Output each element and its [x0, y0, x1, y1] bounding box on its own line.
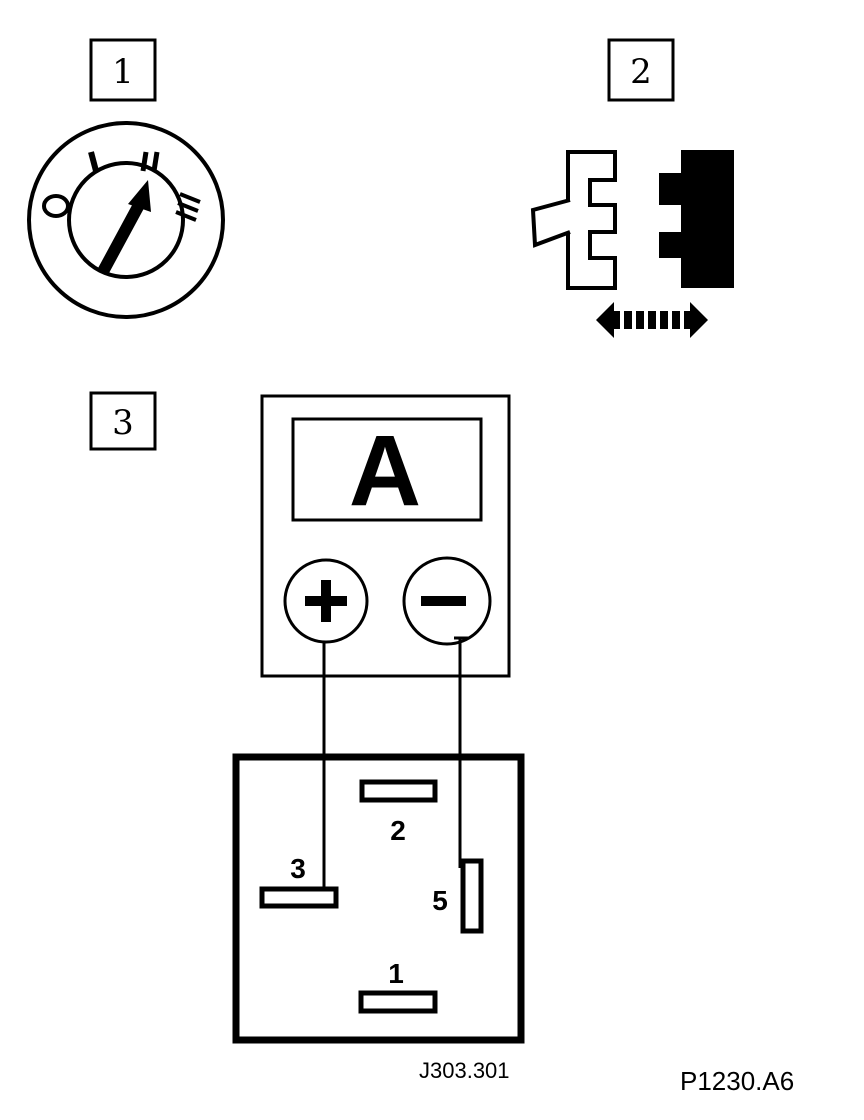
separate-arrow-icon [596, 302, 708, 338]
step-2-label: 2 [607, 38, 675, 102]
svg-text:3: 3 [290, 853, 306, 884]
svg-text:5: 5 [432, 885, 448, 916]
drawing-reference: J303.301 [419, 1058, 510, 1083]
svg-text:1: 1 [388, 958, 404, 989]
svg-text:2: 2 [390, 815, 406, 846]
step-3-label: 3 [89, 391, 157, 451]
ignition-position-off-mark [42, 194, 70, 218]
ignition-position-3-mark [175, 192, 201, 222]
ammeter-unit-label: A [349, 415, 421, 527]
step-1-label: 1 [89, 38, 157, 102]
relay-terminal-5 [460, 858, 484, 934]
ignition-position-1-mark [88, 151, 99, 172]
svg-text:3: 3 [112, 403, 134, 443]
relay-socket: 2 3 5 1 [232, 753, 525, 1044]
ammeter: A [260, 394, 511, 678]
ignition-position-2-mark [140, 151, 160, 172]
figure-reference: P1230.A6 [680, 1066, 794, 1096]
relay-terminal-1 [358, 990, 438, 1014]
ignition-key-pointer [97, 180, 151, 275]
relay-terminal-3 [259, 886, 339, 909]
ammeter-positive-terminal [283, 558, 369, 644]
svg-text:2: 2 [630, 52, 652, 92]
ammeter-negative-terminal [402, 556, 492, 646]
ammeter-display [291, 417, 483, 522]
connector-disconnect-icon [530, 150, 734, 338]
ignition-switch-icon [27, 121, 225, 319]
relay-terminal-2 [359, 779, 438, 803]
svg-text:1: 1 [112, 52, 134, 92]
